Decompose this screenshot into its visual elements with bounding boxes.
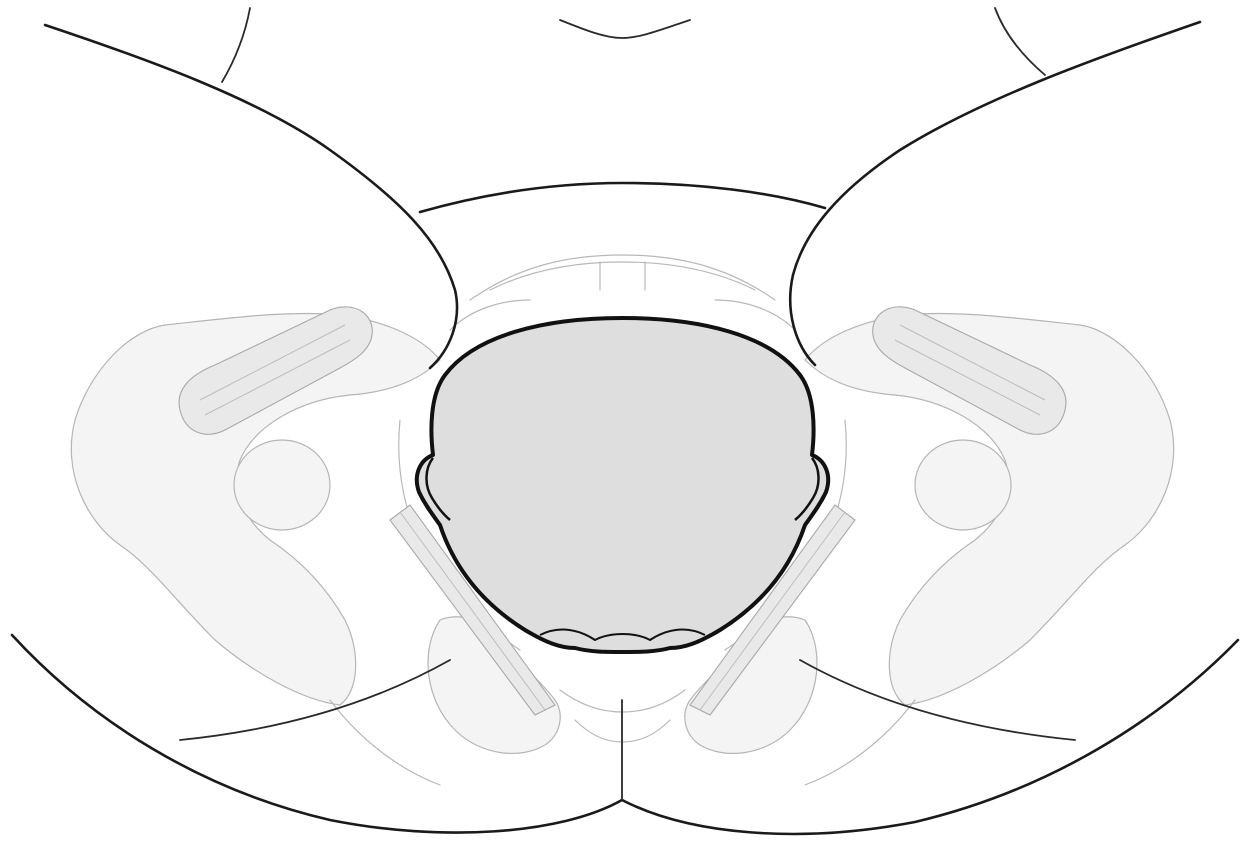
navel-line (560, 20, 690, 38)
left-femoral-head (234, 440, 330, 530)
right-femoral-head (915, 440, 1011, 530)
left-knee-line (222, 8, 250, 82)
right-thigh (790, 22, 1200, 365)
right-knee-line (995, 8, 1045, 75)
perineum-upper-line (420, 183, 825, 212)
